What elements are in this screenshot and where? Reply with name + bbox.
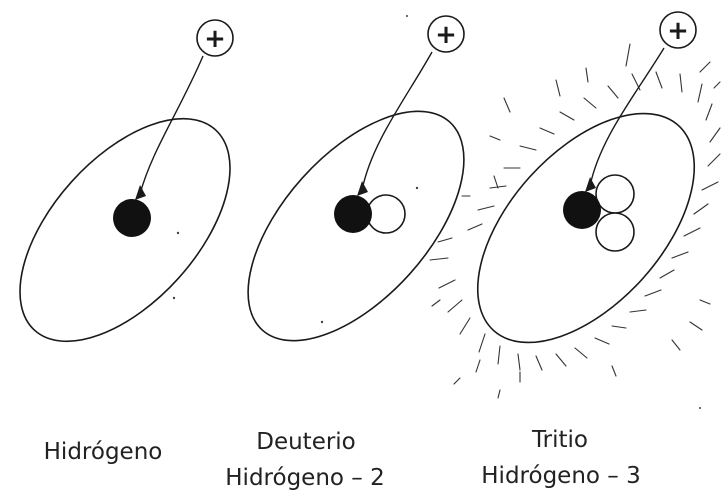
neutron [596, 175, 634, 213]
arrow-head [135, 185, 146, 200]
electron-symbol: + [667, 16, 689, 46]
proton [113, 199, 151, 237]
arrow-head [357, 181, 368, 196]
arrow-head [585, 177, 596, 192]
orbit-arrow [590, 48, 664, 186]
label-deuterio: Deuterio [226, 428, 386, 456]
neutron [596, 213, 634, 251]
orbit-arrow [362, 52, 432, 190]
electron-symbol: + [204, 24, 226, 54]
proton [334, 195, 372, 233]
label-tritio: Tritio [490, 426, 630, 454]
neutron [367, 195, 405, 233]
atom-hidrogeno: + [0, 20, 269, 379]
label-tritio-subtitle: Hidrógeno – 3 [456, 462, 666, 490]
label-hidrogeno: Hidrógeno [28, 438, 178, 466]
proton [563, 191, 601, 229]
atom-tritio: + [430, 12, 721, 398]
atom-deuterio: + [209, 16, 503, 378]
electron-symbol: + [435, 20, 457, 50]
label-deuterio-subtitle: Hidrógeno – 2 [200, 464, 410, 492]
